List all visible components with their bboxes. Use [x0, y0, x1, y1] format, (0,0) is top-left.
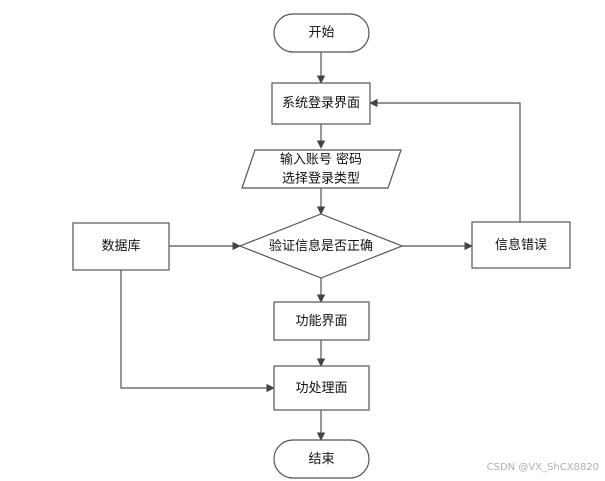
input-label-line1: 输入账号 密码	[280, 152, 362, 168]
error-node: 信息错误	[471, 221, 571, 269]
login-ui-node: 系统登录界面	[271, 82, 371, 125]
error-label: 信息错误	[495, 237, 547, 253]
function-ui-node: 功能界面	[273, 301, 370, 341]
database-node: 数据库	[72, 222, 170, 271]
login-ui-label: 系统登录界面	[282, 96, 360, 111]
verify-label: 验证信息是否正确	[269, 238, 373, 254]
process-label: 功处理面	[295, 381, 347, 396]
start-node: 开始	[273, 13, 370, 53]
verify-node: 验证信息是否正确	[238, 213, 404, 279]
edge-database-to-process	[120, 270, 275, 393]
process-node: 功处理面	[273, 365, 370, 411]
input-node: 输入账号 密码 选择登录类型	[241, 149, 402, 189]
end-node: 结束	[273, 439, 370, 479]
input-label-line2: 选择登录类型	[282, 172, 360, 187]
edge-error-to-login	[369, 98, 521, 222]
start-label: 开始	[308, 26, 334, 41]
watermark: CSDN @VX_ShCX8820	[486, 462, 599, 473]
end-label: 结束	[308, 452, 334, 467]
database-label: 数据库	[101, 238, 140, 254]
function-ui-label: 功能界面	[295, 314, 347, 329]
